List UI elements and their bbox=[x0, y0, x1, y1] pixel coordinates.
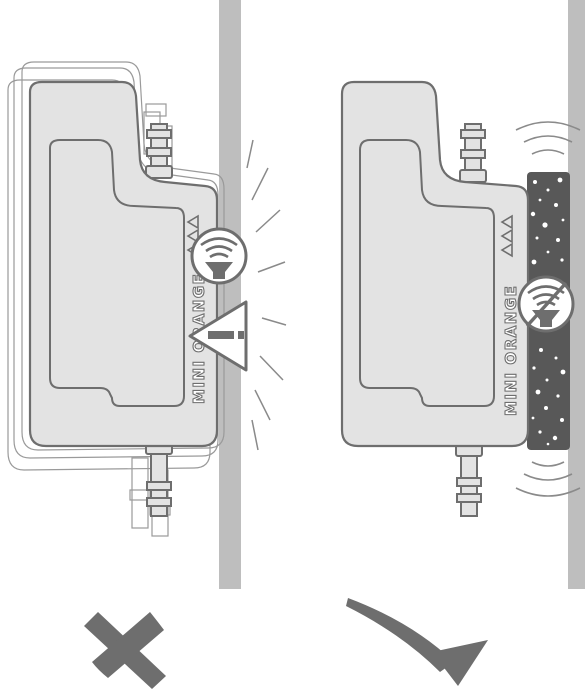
top-hose-fitting bbox=[145, 123, 173, 179]
cross-icon bbox=[84, 612, 166, 689]
muted-sound-icon bbox=[517, 275, 575, 333]
wall-right bbox=[568, 0, 585, 589]
device-inner-panel bbox=[49, 139, 185, 407]
sound-waves-bottom bbox=[515, 461, 581, 497]
sound-waves-top bbox=[515, 121, 581, 155]
device-label: MINI ORANGE bbox=[502, 285, 520, 416]
panel-incorrect: MINI ORANGE bbox=[7, 0, 287, 689]
panel-correct: MINI ORANGE bbox=[340, 0, 585, 686]
warning-triangle-icon bbox=[188, 300, 248, 372]
check-icon bbox=[346, 598, 488, 686]
vibration-lines bbox=[246, 139, 287, 451]
flow-arrows bbox=[500, 214, 513, 258]
device-body bbox=[28, 80, 219, 448]
device-inner-panel bbox=[359, 139, 495, 407]
wall-left bbox=[219, 0, 241, 589]
bottom-hose-fitting bbox=[455, 439, 483, 517]
sound-emitter-icon bbox=[190, 227, 248, 285]
top-hose-fitting bbox=[459, 123, 487, 183]
device-body bbox=[340, 80, 530, 448]
